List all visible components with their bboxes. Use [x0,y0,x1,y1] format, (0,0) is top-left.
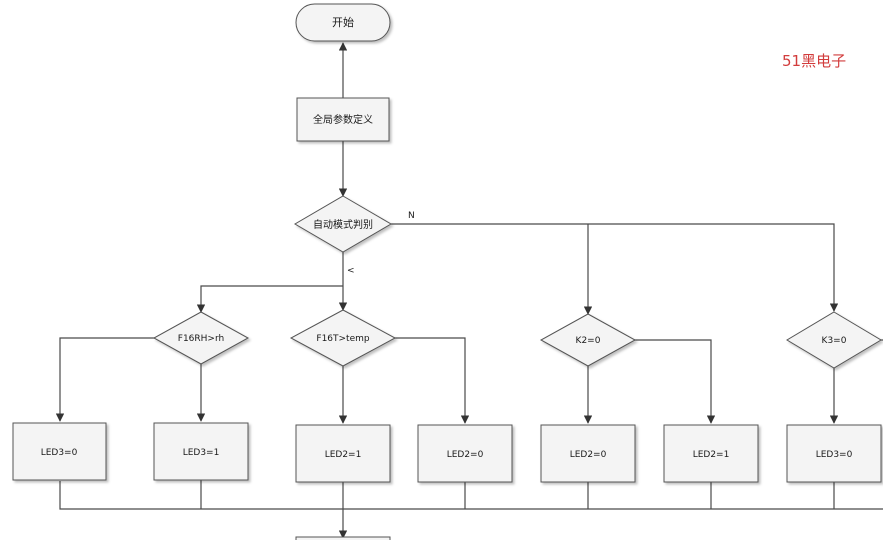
box-led2-0-a: LED2=0 [417,424,513,483]
k3-condition-label: K3=0 [822,336,847,346]
connector-n-to-k3 [391,223,839,312]
box-led2-0-b-label: LED2=0 [570,450,607,460]
box-led3-0-b: LED3=0 [786,424,882,483]
temp-condition-label: F16T>temp [316,334,370,344]
box-led3-1-label: LED3=1 [183,448,220,458]
box-led3-0-b-label: LED3=0 [816,450,853,460]
box-led2-1-b: LED2=1 [663,424,759,483]
k2-decision: K2=0 [539,313,637,367]
start-node: 开始 [295,3,391,42]
box-led2-1-b-label: LED2=1 [693,450,730,460]
rh-condition-label: F16RH>rh [178,334,224,344]
box-led2-1-a-label: LED2=1 [325,450,362,460]
connector-temp-right [394,337,470,424]
auto-mode-label: 自动模式判别 [313,218,373,231]
temp-decision: F16T>temp [289,309,397,367]
global-def-node: 全局参数定义 [296,97,390,142]
box-led2-1-a: LED2=1 [295,424,391,483]
k2-condition-label: K2=0 [576,336,601,346]
start-label: 开始 [332,15,354,29]
connector-y-to-rh [196,285,343,313]
next-process-box [295,536,391,540]
branch-y-label: < [347,266,355,276]
k3-decision: K3=0 [786,311,882,369]
connector-merge [59,481,883,510]
box-led2-0-a-label: LED2=0 [447,450,484,460]
connector-rh-left [55,337,155,422]
box-led3-1: LED3=1 [153,422,249,481]
box-led3-0-a-label: LED3=0 [41,448,78,458]
box-led2-0-b: LED2=0 [540,424,636,483]
auto-mode-decision: 自动模式判别 [294,195,392,253]
box-led3-0-a: LED3=0 [12,422,107,481]
branch-n-label: N [408,211,415,221]
global-def-label: 全局参数定义 [313,113,373,126]
rh-decision: F16RH>rh [152,311,250,365]
watermark: 51黑电子 [782,52,847,70]
connector-k2-right [634,339,716,424]
